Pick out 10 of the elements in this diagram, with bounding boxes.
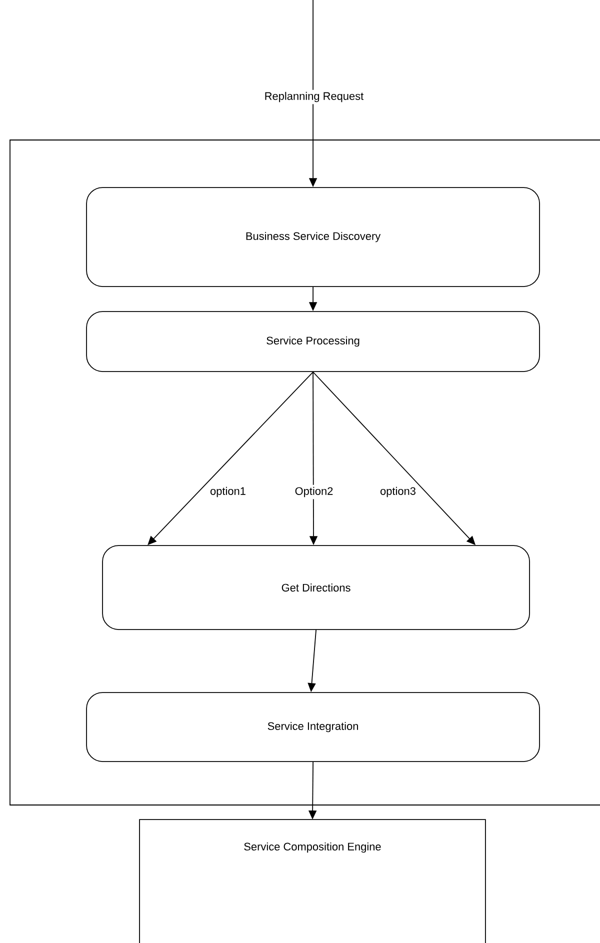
- edge-label: option3: [378, 484, 418, 500]
- edge-label: Replanning Request: [262, 90, 366, 104]
- engine-box: Service Composition Engine: [139, 819, 486, 943]
- frame-box: [10, 140, 600, 806]
- edge-label: option1: [208, 484, 248, 500]
- process-box: Service Integration: [86, 692, 540, 762]
- edge-label: Option2: [292, 484, 336, 500]
- process-box: Service Processing: [86, 311, 540, 372]
- process-box: Get Directions: [102, 545, 530, 630]
- process-box: Business Service Discovery: [86, 187, 540, 287]
